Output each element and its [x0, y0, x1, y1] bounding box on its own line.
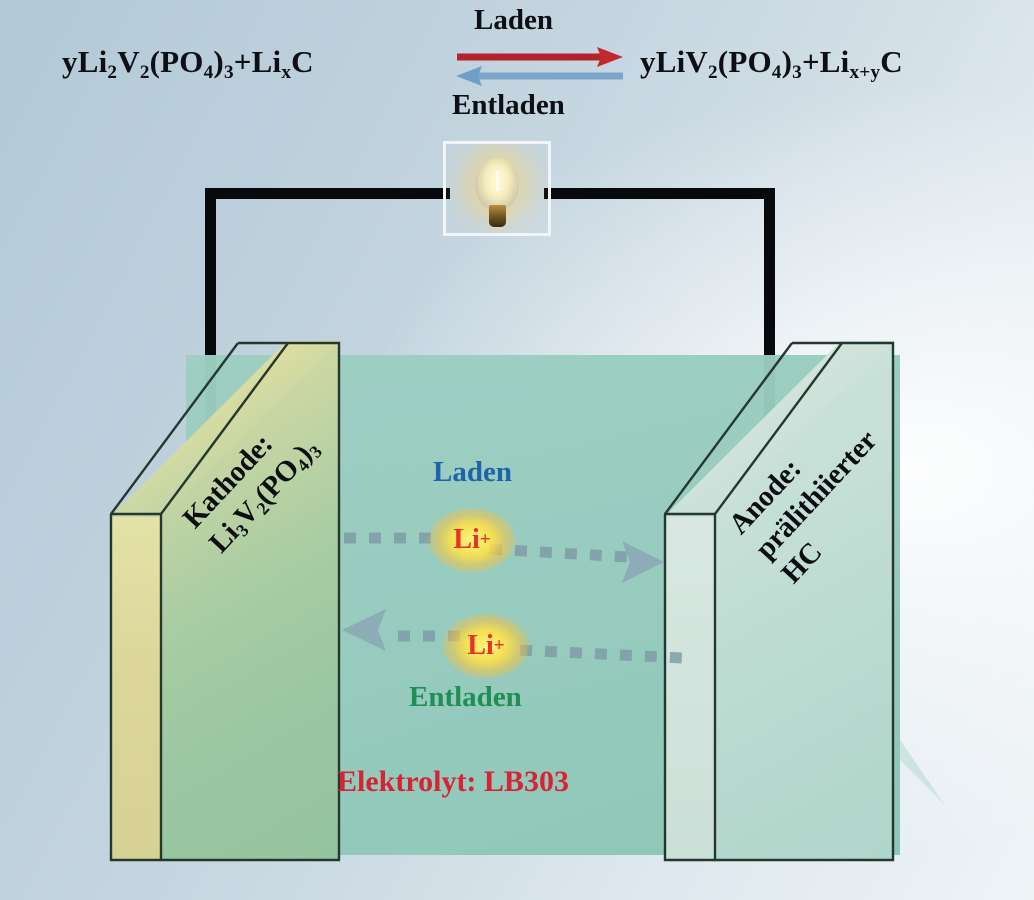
- eq-right-carbon: C: [880, 44, 903, 79]
- eq-right-plus-li: +Li: [801, 44, 850, 79]
- lithium-charge: +: [479, 529, 491, 550]
- anode-electrode: [663, 341, 895, 862]
- forward-arrow-red: [457, 47, 623, 67]
- charge-migration-arrow: [344, 532, 664, 583]
- lithium-ion-glow: [429, 508, 515, 572]
- eq-left-x-sub: x: [281, 61, 292, 83]
- lithium-charge: +: [493, 635, 505, 656]
- reverse-arrow-blue: [456, 66, 623, 86]
- reaction-reverse-label: Entladen: [452, 89, 565, 121]
- eq-left-po-sub: 4: [203, 61, 214, 83]
- wire-right-horizontal: [544, 188, 775, 199]
- eq-left-close-sub: 3: [223, 61, 234, 83]
- eq-right-po-close: ): [781, 44, 793, 79]
- lithium-ion-bottom: Li+: [443, 614, 529, 678]
- lithium-symbol: Li: [453, 524, 480, 555]
- bulb-filament: [495, 170, 499, 191]
- lithium-ion-text: Li+: [429, 508, 515, 572]
- eq-left-li: Li: [77, 44, 108, 79]
- interior-discharge-label: Entladen: [409, 681, 522, 713]
- bulb-base: [488, 205, 506, 227]
- reaction-equation-left: yLi2V2(PO4)3+LixC: [62, 44, 314, 84]
- eq-right-liv: LiV: [655, 44, 708, 79]
- eq-left-po-open: (PO: [149, 44, 204, 79]
- lithium-ion-glow: [443, 614, 529, 678]
- eq-right-y: y: [640, 44, 656, 79]
- reaction-arrow-pair: [456, 47, 623, 86]
- eq-right-po-sub: 4: [771, 61, 782, 83]
- eq-left-v: V: [117, 44, 140, 79]
- eq-right-xy-sub: x+y: [849, 61, 881, 83]
- reaction-equation-right: yLiV2(PO4)3+Lix+yC: [640, 44, 903, 84]
- eq-right-po-open: (PO: [717, 44, 772, 79]
- eq-left-po-close: ): [213, 44, 224, 79]
- reaction-forward-label: Laden: [474, 4, 553, 36]
- interior-charge-label: Laden: [433, 456, 512, 488]
- eq-left-li-sub: 2: [107, 61, 118, 83]
- cathode-electrode: [109, 341, 341, 862]
- eq-left-carbon: C: [291, 44, 314, 79]
- eq-left-y: y: [62, 44, 78, 79]
- cathode-side-face: [110, 513, 162, 861]
- lithium-symbol: Li: [467, 630, 494, 661]
- light-bulb-icon: [443, 141, 551, 236]
- wire-left-horizontal: [205, 188, 450, 199]
- wire-right-vertical: [764, 188, 775, 458]
- eq-right-close-sub: 3: [792, 61, 802, 83]
- lithium-ion-top: Li+: [429, 508, 515, 572]
- wire-left-vertical: [205, 188, 216, 458]
- lithium-ion-text: Li+: [443, 614, 529, 678]
- eq-left-plus-li: +Li: [233, 44, 282, 79]
- eq-right-v-sub: 2: [707, 61, 718, 83]
- electrolyte-label: Elektrolyt: LB303: [337, 765, 569, 798]
- cell-floor-right: [900, 740, 980, 856]
- eq-left-v-sub: 2: [139, 61, 150, 83]
